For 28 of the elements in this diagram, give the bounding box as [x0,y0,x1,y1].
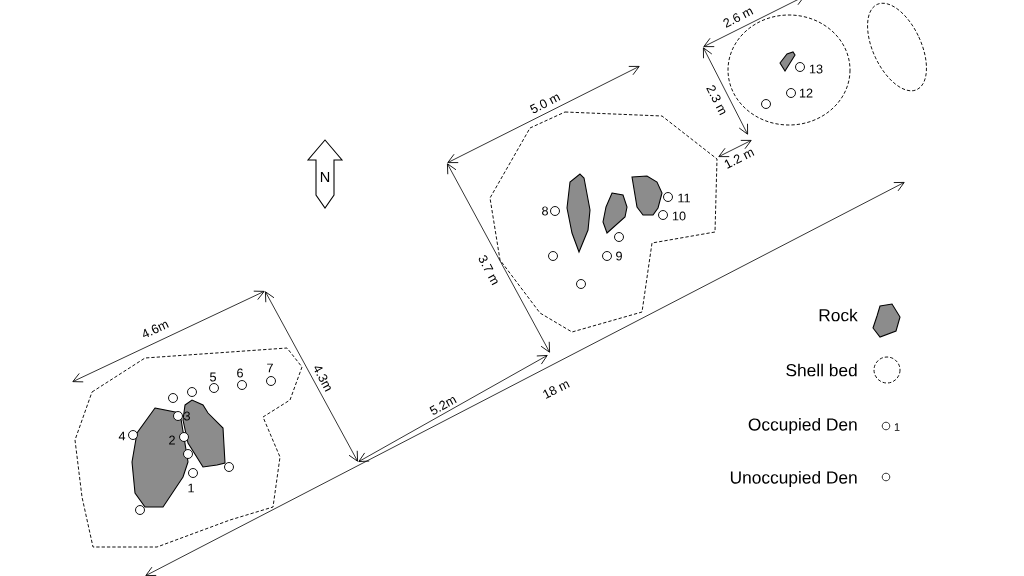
den-number: 13 [809,64,823,74]
den-number: 11 [678,193,690,203]
north-label: N [320,171,330,183]
distance-label: 2.6 m [723,8,754,28]
den-number: 12 [799,88,813,98]
legend-label: Shell bed [786,363,857,377]
distance-label: 4.6m [143,321,169,338]
den-number: 2 [169,435,175,445]
den-number: 5 [210,372,216,382]
legend-label: Rock [819,308,858,322]
den-number: 8 [542,206,548,216]
den-number: 10 [672,211,686,221]
legend-label: Unoccupied Den [730,470,857,488]
distance-label: 4.3m [314,366,331,392]
distance-label: 5.2m [429,397,457,415]
den-number: 4 [118,431,126,441]
den-number: 9 [616,251,622,261]
distance-label: 1.2 m [724,149,755,169]
distance-label: 18 m [543,381,570,399]
distance-label: 2.3 m [706,85,726,116]
distance-label: 5.0 m [529,94,561,114]
den-number: 3 [183,411,190,421]
den-number: 1 [188,483,194,493]
distance-label: 3.7 m [478,255,498,286]
den-number: 7 [267,363,273,373]
den-number: 1 [894,423,900,431]
legend-label: Occupied Den [748,417,857,435]
den-number: 6 [237,368,243,378]
